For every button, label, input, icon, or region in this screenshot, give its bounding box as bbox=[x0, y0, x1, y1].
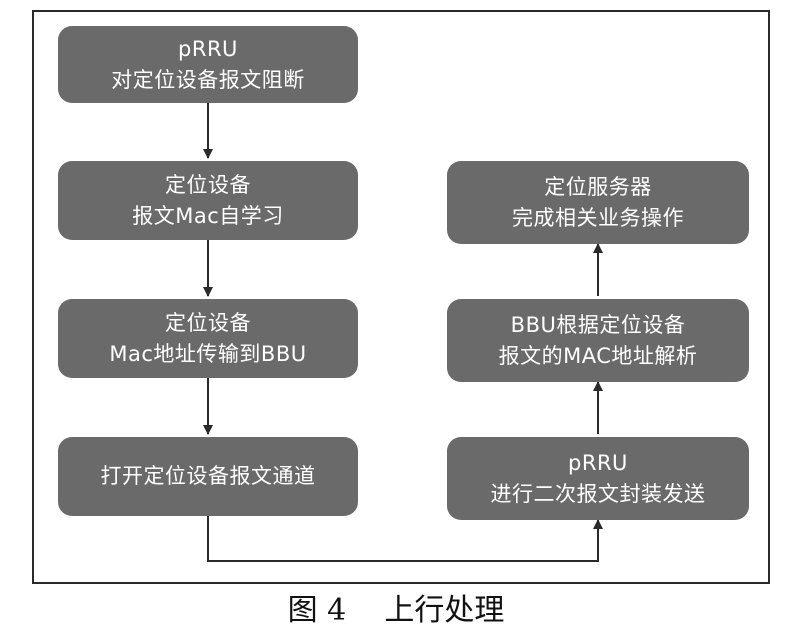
node-mac-self-learn-line2: 报文Mac自学习 bbox=[132, 203, 284, 228]
node-prru-block-line1: pRRU bbox=[178, 36, 238, 61]
figure-number: 图 4 bbox=[287, 593, 347, 628]
node-prru-reencapsulate: pRRU 进行二次报文封装发送 bbox=[447, 437, 749, 520]
figure-caption: 图 4 上行处理 bbox=[0, 592, 792, 630]
node-positioning-server: 定位服务器 完成相关业务操作 bbox=[447, 161, 749, 244]
node-mac-self-learn-line1: 定位设备 bbox=[165, 172, 251, 197]
node-positioning-server-line1: 定位服务器 bbox=[544, 174, 652, 199]
node-bbu-parse-line1: BBU根据定位设备 bbox=[510, 312, 686, 337]
node-positioning-server-line2: 完成相关业务操作 bbox=[512, 205, 684, 230]
node-bbu-parse: BBU根据定位设备 报文的MAC地址解析 bbox=[447, 299, 749, 382]
node-mac-transfer-bbu: 定位设备 Mac地址传输到BBU bbox=[58, 299, 358, 378]
node-open-channel-line1: 打开定位设备报文通道 bbox=[100, 464, 316, 488]
node-mac-self-learn: 定位设备 报文Mac自学习 bbox=[58, 161, 358, 240]
node-mac-transfer-bbu-line1: 定位设备 bbox=[165, 310, 251, 335]
figure-title: 上行处理 bbox=[384, 593, 505, 628]
node-prru-block: pRRU 对定位设备报文阻断 bbox=[58, 26, 358, 103]
node-bbu-parse-line2: 报文的MAC地址解析 bbox=[498, 343, 698, 368]
node-open-channel: 打开定位设备报文通道 bbox=[58, 437, 358, 516]
node-mac-transfer-bbu-line2: Mac地址传输到BBU bbox=[109, 341, 307, 366]
arrow-left4-to-right3 bbox=[207, 516, 603, 562]
node-prru-block-line2: 对定位设备报文阻断 bbox=[111, 67, 305, 92]
node-prru-reencapsulate-line2: 进行二次报文封装发送 bbox=[490, 481, 706, 506]
node-prru-reencapsulate-line1: pRRU bbox=[568, 450, 628, 475]
